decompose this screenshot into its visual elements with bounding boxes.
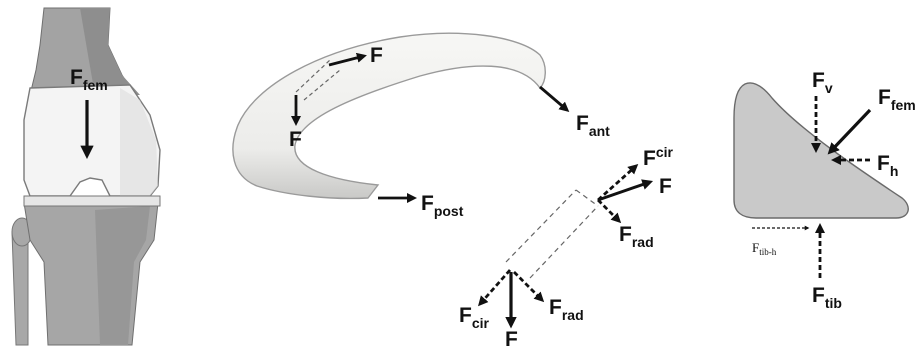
meniscus-top-force-label: F [370, 44, 383, 67]
wedge-v-force-label: Fv [812, 69, 833, 96]
condyle-shade [120, 88, 158, 196]
meniscus-element-edge-a [295, 59, 331, 93]
wedge-tib-force-label: Ftib [812, 284, 842, 311]
meniscus-ant-force-label: Fant [576, 112, 610, 139]
meniscus-body [232, 32, 546, 200]
meniscus-top-force-arrow [328, 52, 367, 67]
wedge-tib-h-force-label: Ftib-h [752, 240, 777, 257]
upper-resultant-force-label: F [659, 175, 672, 198]
lower-rad-force-arrow [513, 271, 545, 303]
knee-fem-force-label: Ffem [70, 66, 108, 93]
element-edge-top [575, 189, 599, 207]
upper-resultant-force-arrow [597, 179, 654, 202]
wedge-fem-force-label: Ffem [878, 86, 915, 113]
element-edge-upper-left [505, 189, 577, 263]
meniscus-element-edge-b [303, 69, 341, 101]
meniscus-down-force-label: F [289, 128, 302, 151]
fibula-bone [11, 231, 29, 346]
lower-resultant-force-label: F [505, 328, 518, 347]
upper-cir-force-label: Fcir [643, 144, 674, 170]
joint-meniscus-band [23, 195, 161, 207]
upper-rad-force-label: Frad [619, 223, 654, 250]
meniscal-element-free-body: Fcir F Frad Fcir Frad F [459, 144, 674, 347]
wedge-shape [733, 82, 909, 219]
lower-cir-force-label: Fcir [459, 304, 490, 331]
knee-joint-illustration: Ffem [11, 7, 161, 346]
wedge-fem-force-arrow [827, 108, 872, 155]
element-edge-upper-right [529, 205, 599, 279]
lower-rad-force-label: Frad [549, 296, 584, 323]
meniscus-wedge-cross-section: Fv Ffem Fh Ftib-h Ftib [733, 69, 915, 311]
wedge-h-force-label: Fh [877, 152, 898, 179]
femur-shaft-shade [80, 8, 140, 95]
upper-rad-force-arrow [597, 199, 622, 224]
lower-cir-force-arrow [477, 269, 512, 307]
meniscus-illustration: F F Fant Fpost [232, 32, 610, 219]
meniscus-ant-force-arrow [539, 85, 570, 112]
meniscus-post-force-label: Fpost [421, 192, 464, 219]
tibia-shade [95, 206, 150, 345]
upper-cir-force-arrow [597, 163, 639, 202]
